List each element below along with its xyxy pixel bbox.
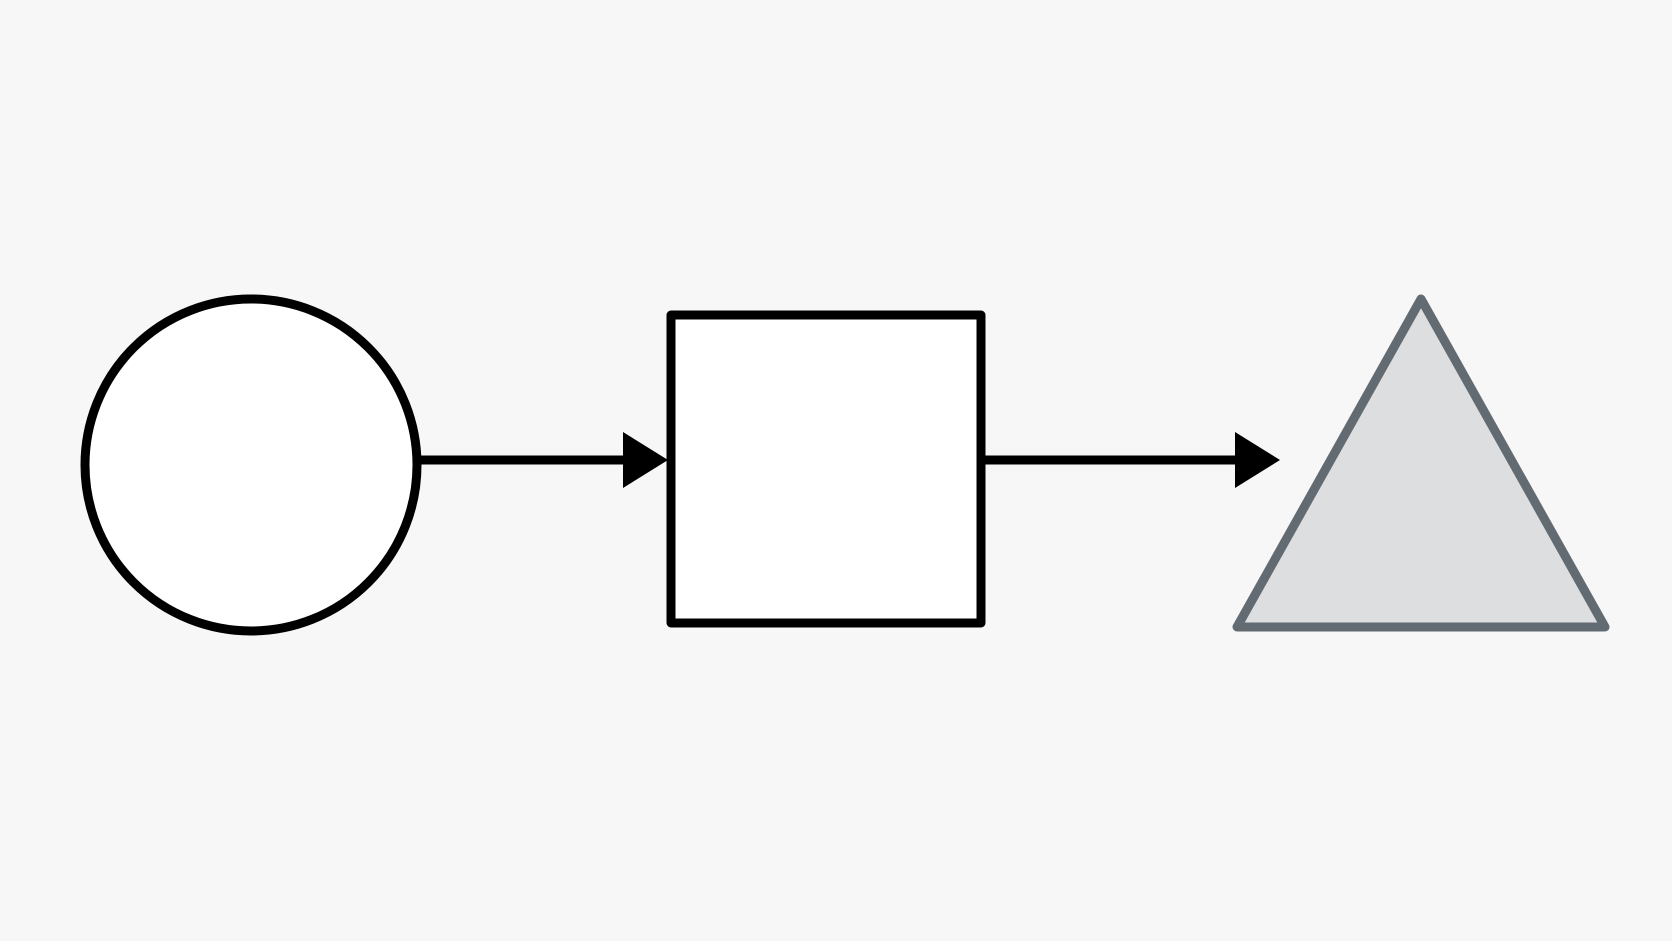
triangle-node	[1232, 294, 1610, 632]
square-node	[666, 310, 986, 628]
circle-node	[80, 294, 422, 636]
arrow-square-to-triangle	[984, 432, 1280, 488]
arrow-circle-to-square	[418, 432, 668, 488]
arrowhead-icon	[1235, 432, 1280, 488]
arrowhead-icon	[623, 432, 668, 488]
